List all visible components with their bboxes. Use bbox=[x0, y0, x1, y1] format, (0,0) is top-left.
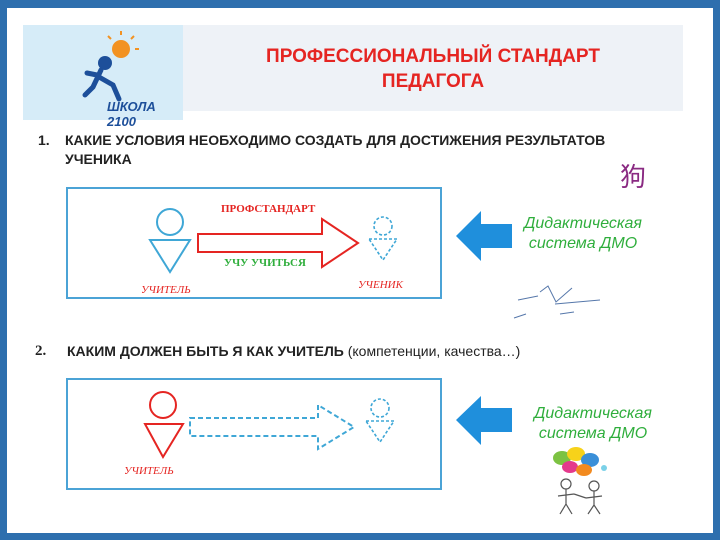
dashed-arrow bbox=[189, 403, 356, 451]
title-line-2: ПЕДАГОГА bbox=[381, 71, 485, 92]
student-label-1: УЧЕНИК bbox=[358, 279, 403, 291]
question-2-number: 2. bbox=[35, 343, 47, 359]
question-2-rest: (компетенции, качества…) bbox=[343, 343, 521, 359]
didactic-system-2: Дидактическая система ДМО bbox=[508, 404, 678, 444]
school-logo: ШКОЛА 2100 bbox=[23, 25, 183, 129]
didactic-system-1: Дидактическая система ДМО bbox=[498, 214, 668, 254]
page-title: ПРОФЕССИОНАЛЬНЫЙ СТАНДАРТ ПЕДАГОГА bbox=[188, 44, 678, 94]
teacher-label-2: УЧИТЕЛЬ bbox=[124, 465, 174, 477]
profstandard-label: ПРОФСТАНДАРТ bbox=[221, 203, 316, 215]
uchu-uchitsya-label: УЧУ УЧИТЬСЯ bbox=[224, 257, 306, 269]
title-line-1: ПРОФЕССИОНАЛЬНЫЙ СТАНДАРТ bbox=[266, 46, 600, 67]
balloons-people-icon bbox=[553, 447, 607, 515]
profstandard-arrow bbox=[197, 217, 360, 269]
decor-glyph: 狗 bbox=[620, 163, 647, 193]
teacher-label-1: УЧИТЕЛЬ bbox=[141, 284, 191, 296]
student-figure-1 bbox=[367, 216, 399, 262]
question-2-bold: КАКИМ ДОЛЖЕН БЫТЬ Я КАК УЧИТЕЛЬ bbox=[67, 343, 344, 359]
block-arrow-1 bbox=[456, 211, 512, 261]
teacher-figure-2 bbox=[143, 391, 185, 460]
block-arrow-2 bbox=[456, 396, 512, 445]
logo-figure-icon bbox=[82, 31, 139, 102]
teacher-figure-1 bbox=[148, 208, 192, 274]
question-1-text: КАКИЕ УСЛОВИЯ НЕОБХОДИМО СОЗДАТЬ ДЛЯ ДОС… bbox=[65, 132, 606, 167]
didactic-2-line2: система ДМО bbox=[538, 425, 648, 442]
didactic-1-line1: Дидактическая bbox=[524, 215, 642, 232]
formula-decoration bbox=[513, 285, 601, 319]
student-figure-2 bbox=[364, 398, 396, 444]
didactic-2-line1: Дидактическая bbox=[534, 405, 652, 422]
logo-text: ШКОЛА 2100 bbox=[107, 99, 156, 129]
question-2-text: КАКИМ ДОЛЖЕН БЫТЬ Я КАК УЧИТЕЛЬ (компете… bbox=[67, 343, 687, 359]
didactic-1-line2: система ДМО bbox=[528, 235, 638, 252]
question-1-number: 1. bbox=[38, 132, 50, 148]
